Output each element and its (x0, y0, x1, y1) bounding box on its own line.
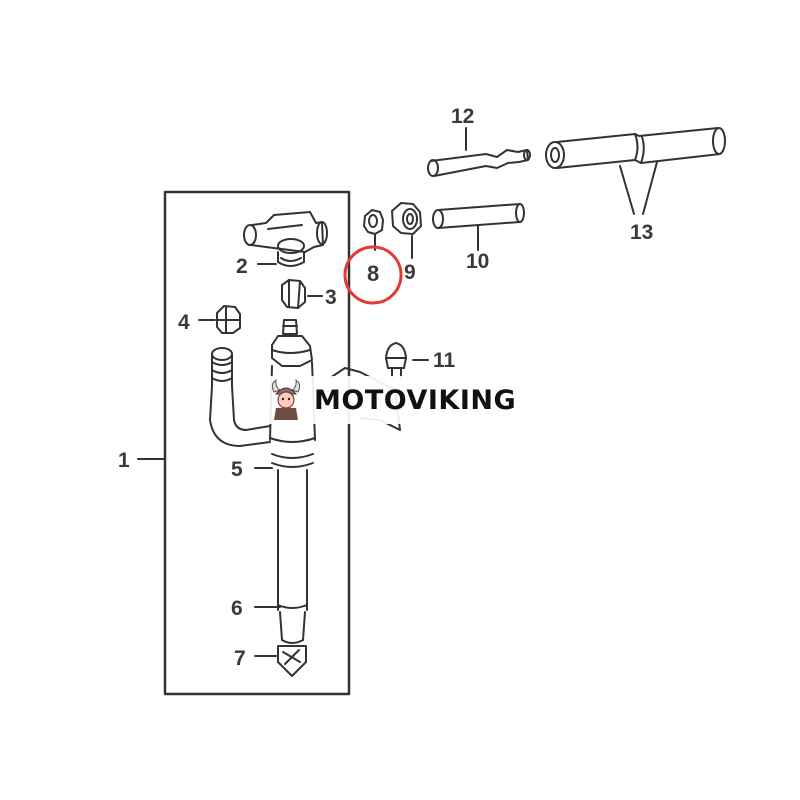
highlight-circle (343, 245, 403, 305)
callout-4: 4 (178, 311, 190, 334)
part-11-bolt (385, 342, 429, 379)
part-10-pipe (432, 203, 525, 251)
part-3-nut (281, 279, 323, 309)
callout-1: 1 (118, 449, 130, 472)
assembly-frame (163, 190, 351, 696)
part-9-union-nut (391, 202, 422, 259)
callout-3: 3 (325, 286, 337, 309)
part-12-hose-nipple (427, 127, 531, 177)
part-7-nozzle (277, 645, 307, 677)
callout-11: 11 (433, 349, 456, 372)
callout-6: 6 (231, 597, 243, 620)
part-8-small-nut (363, 209, 384, 251)
part-return-pipe (209, 347, 271, 447)
part-injector-body (269, 319, 316, 644)
part-13-fuel-hose (545, 127, 726, 215)
callout-10: 10 (466, 250, 490, 273)
watermark-banner: MOTOVIKING (262, 376, 534, 424)
callout-7: 7 (234, 647, 246, 670)
callout-2: 2 (236, 255, 248, 278)
callout-13: 13 (630, 221, 654, 244)
callout-5: 5 (231, 458, 243, 481)
callout-12: 12 (451, 105, 475, 128)
part-2-tee-fitting (243, 211, 328, 267)
callout-9: 9 (404, 261, 416, 284)
callout-8: 8 (367, 261, 380, 286)
watermark-text: MOTOVIKING (314, 384, 517, 416)
part-4-cap-nut (198, 305, 241, 334)
viking-mascot-icon (271, 378, 301, 420)
